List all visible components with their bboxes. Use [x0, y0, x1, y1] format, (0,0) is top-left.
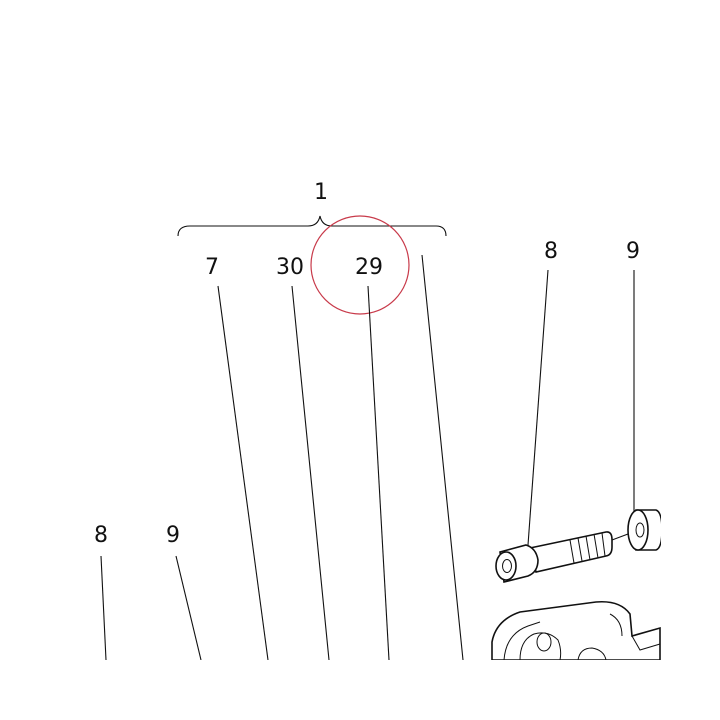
leader-line-30 [291, 285, 330, 661]
leader-line-7 [217, 285, 269, 661]
bolt-part [495, 531, 613, 583]
highlight-circle [310, 215, 410, 315]
callout-1: 1 [314, 180, 328, 205]
leader-line-8-left [100, 555, 107, 661]
callout-30: 30 [276, 255, 304, 280]
leader-line-brace-end [421, 254, 464, 661]
crop-mask-bottom [0, 660, 720, 720]
housing-part [491, 600, 661, 661]
callout-9-top: 9 [626, 239, 640, 264]
crop-mask-right [661, 480, 720, 720]
leader-line-9-left [175, 555, 202, 661]
callout-8-top: 8 [544, 239, 558, 264]
callout-7: 7 [205, 255, 219, 280]
leader-line-8-top [527, 269, 549, 546]
washer-part [611, 509, 663, 551]
leader-line-29 [367, 285, 390, 661]
callout-8-left: 8 [94, 523, 108, 548]
callout-9-left: 9 [166, 523, 180, 548]
group-brace [177, 215, 447, 237]
callout-29: 29 [355, 255, 383, 280]
